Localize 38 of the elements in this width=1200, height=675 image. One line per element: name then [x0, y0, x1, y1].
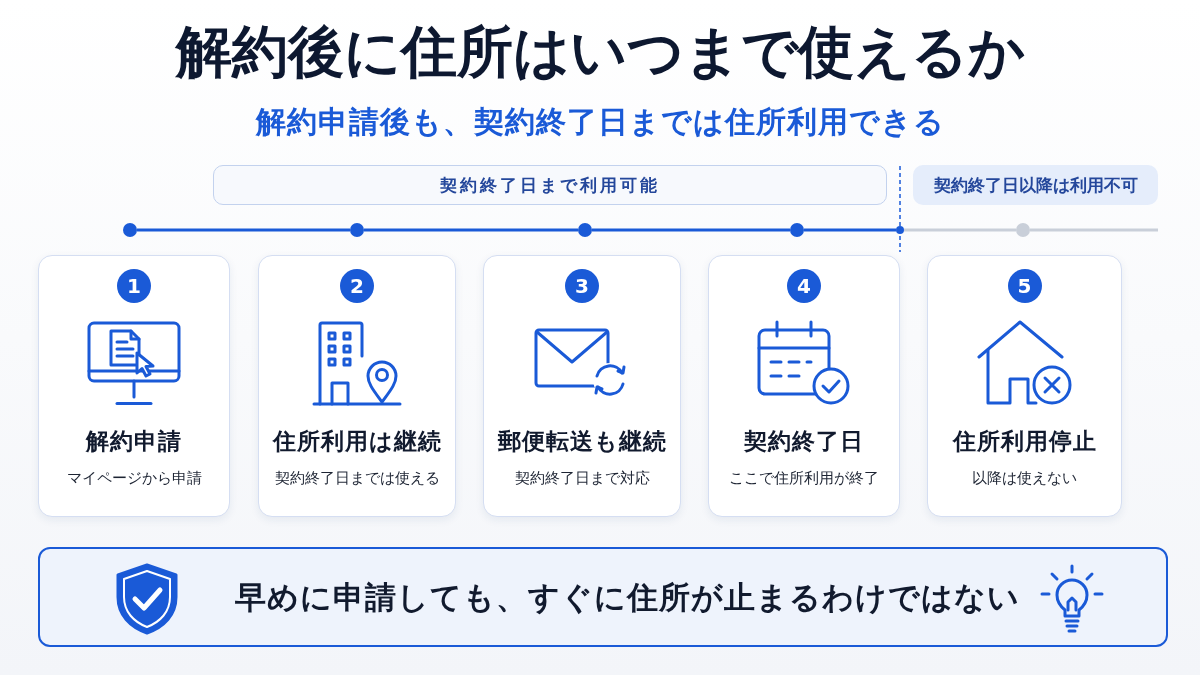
period-band: 契約終了日以降は利用不可 [913, 165, 1158, 205]
step-heading: 住所利用停止 [952, 427, 1097, 455]
step-heading: 解約申請 [86, 427, 182, 455]
step-description: マイページから申請 [66, 468, 202, 488]
timeline-line [1030, 228, 1158, 232]
step-card [927, 255, 1122, 517]
note-text: 早めに申請しても、すぐに住所が止まるわけではない [234, 578, 1020, 617]
number-badge: 5 [1007, 269, 1042, 303]
timeline-dot [123, 223, 137, 237]
timeline-dot [350, 223, 364, 237]
number-badge: 4 [787, 269, 821, 303]
step-description: ここで住所利用が終了 [729, 468, 879, 488]
step-card [708, 255, 900, 517]
subtitle: 解約申請後も、契約終了日までは住所利用できる [255, 104, 945, 140]
step-description: 以降は使えない [972, 468, 1077, 488]
step-heading: 契約終了日 [744, 427, 864, 455]
timeline-dot [1016, 223, 1030, 237]
note-banner [38, 547, 1168, 647]
timeline-line [137, 228, 350, 232]
title: 解約後に住所はいつまで使えるか [175, 18, 1025, 86]
number-badge: 1 [117, 269, 151, 303]
step-heading: 住所利用は継続 [272, 427, 442, 455]
timeline-line [804, 228, 896, 232]
step-description: 契約終了日まで対応 [514, 468, 650, 488]
period-band: 契約終了日まで利用可能 [213, 165, 887, 205]
step-heading: 郵便転送も継続 [497, 427, 667, 455]
timeline-line [904, 228, 1016, 232]
timeline-dot [896, 226, 904, 234]
number-badge: 3 [565, 269, 599, 303]
step-card [258, 255, 456, 517]
timeline-line [364, 228, 578, 232]
number-badge: 2 [340, 269, 374, 303]
timeline-dot [578, 223, 592, 237]
step-description: 契約終了日までは使える [274, 468, 440, 488]
timeline-line [592, 228, 790, 232]
step-card [38, 255, 230, 517]
step-card [483, 255, 681, 517]
timeline-dot [790, 223, 804, 237]
